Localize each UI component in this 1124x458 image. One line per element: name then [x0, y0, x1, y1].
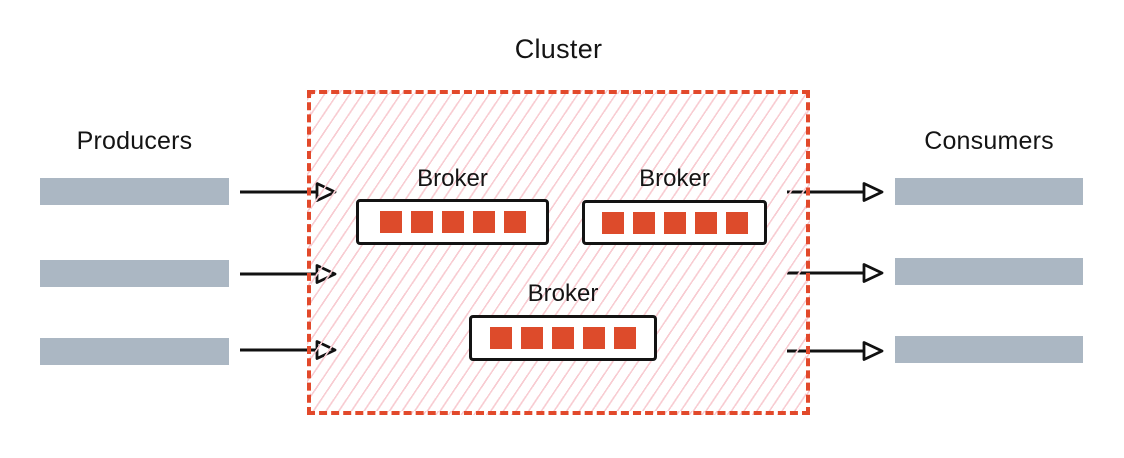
partition-square: [521, 327, 543, 349]
consumer-bar-1: [895, 178, 1083, 205]
producers-label: Producers: [76, 127, 193, 155]
consumer-bar-3: [895, 336, 1083, 363]
partition-square: [601, 211, 624, 234]
partition-square: [725, 211, 748, 234]
producer-bar-1: [40, 178, 229, 205]
broker-2-box: [582, 200, 767, 245]
broker-1-label: Broker: [417, 165, 488, 192]
partition-square: [503, 211, 526, 233]
producer-bar-2: [40, 260, 229, 287]
consumers-label: Consumers: [924, 127, 1054, 155]
broker-3-box: [469, 315, 657, 361]
broker-3-label: Broker: [527, 280, 599, 307]
partition-square: [552, 327, 574, 349]
partition-square: [379, 211, 402, 233]
broker-1-box: [356, 199, 549, 245]
partition-square: [614, 327, 636, 349]
partition-square: [583, 327, 605, 349]
partition-square: [632, 211, 655, 234]
producer-bar-3: [40, 338, 229, 365]
partition-square: [472, 211, 495, 233]
cluster-boundary: Broker Broker Broker: [307, 90, 810, 415]
partition-square: [410, 211, 433, 233]
cluster-title: Cluster: [514, 34, 603, 64]
partition-square: [490, 327, 512, 349]
partition-square: [663, 211, 686, 234]
partition-square: [694, 211, 717, 234]
consumer-bar-2: [895, 258, 1083, 285]
partition-square: [441, 211, 464, 233]
broker-2-label: Broker: [639, 165, 710, 192]
